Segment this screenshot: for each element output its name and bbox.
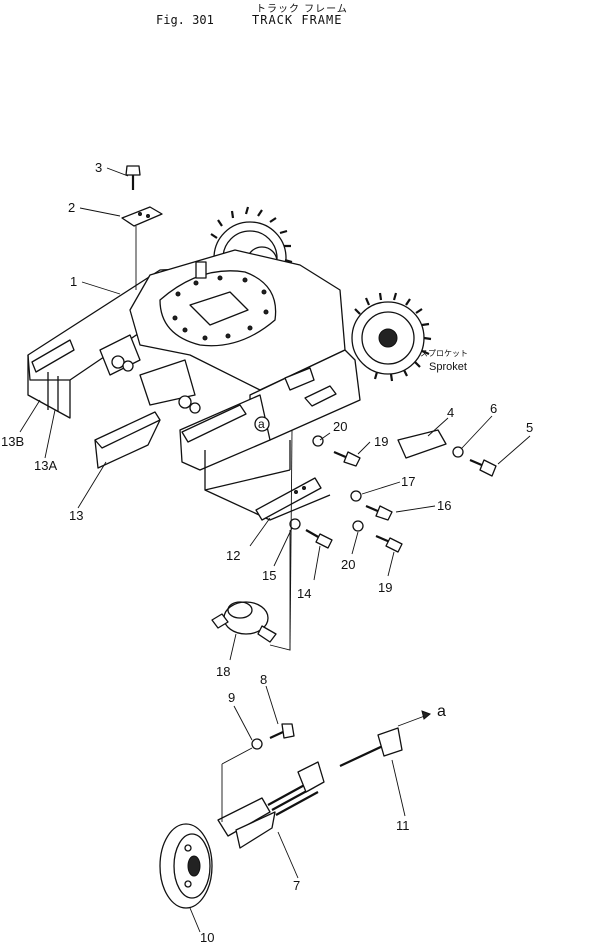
- bolt-14: [305, 529, 333, 549]
- callout-8: 8: [260, 672, 267, 687]
- yoke-7: [217, 761, 325, 849]
- bolt-19-upper: [333, 450, 361, 467]
- rod-11: [339, 727, 403, 767]
- callout-7: 7: [293, 878, 300, 893]
- callout-19-lower: 19: [378, 580, 392, 595]
- callout-13b: 13B: [1, 434, 24, 449]
- washer-20-lower: [352, 520, 364, 532]
- callout-20-lower: 20: [341, 557, 355, 572]
- callout-4: 4: [447, 405, 454, 420]
- washer-9: [251, 738, 263, 750]
- figure-title: TRACK FRAME: [252, 13, 343, 27]
- sprocket-kana: スプロケット: [420, 349, 468, 358]
- callout-19-upper: 19: [374, 434, 388, 449]
- figure-number: Fig. 301: [156, 13, 214, 27]
- callout-11: 11: [396, 818, 410, 833]
- leader-lines: [19, 167, 531, 933]
- cover-4: [397, 429, 447, 459]
- washer-17: [350, 490, 362, 502]
- callout-6: 6: [490, 401, 497, 416]
- callout-12: 12: [226, 548, 240, 563]
- callout-15: 15: [262, 568, 276, 583]
- callout-3: 3: [95, 160, 102, 175]
- washer-6: [452, 446, 464, 458]
- bolt-19-lower: [375, 534, 403, 553]
- callout-20-upper: 20: [333, 419, 347, 434]
- callout-a-frame: a: [258, 417, 265, 431]
- sprocket-label: Sproket: [429, 361, 467, 373]
- front-sprocket: [351, 292, 432, 382]
- plate-12: [255, 477, 322, 521]
- callout-17: 17: [401, 474, 415, 489]
- callout-18: 18: [216, 664, 230, 679]
- plate-2: [121, 206, 163, 290]
- bolt-3: [125, 165, 141, 190]
- callout-labels: 3 2 1 13B 13A 13 20 19 4 6 5 17 16 12 15…: [1, 160, 533, 943]
- callout-1: 1: [70, 274, 77, 289]
- bolt-5: [469, 458, 497, 477]
- callout-16: 16: [437, 498, 451, 513]
- bolt-8: [269, 723, 295, 739]
- washer-15: [289, 518, 301, 530]
- track-frame: [27, 249, 361, 521]
- bolt-16: [365, 504, 393, 521]
- callout-13: 13: [69, 508, 83, 523]
- callout-13a: 13A: [34, 458, 57, 473]
- guard-13: [94, 411, 161, 469]
- roller-18: [211, 601, 277, 643]
- callout-9: 9: [228, 690, 235, 705]
- figure-header: トラック フレーム Fig. 301 TRACK FRAME: [0, 0, 603, 40]
- callout-5: 5: [526, 420, 533, 435]
- idler-10: [159, 823, 213, 909]
- callout-14: 14: [297, 586, 311, 601]
- kana-title: トラック フレーム: [256, 4, 348, 15]
- callout-10: 10: [200, 930, 214, 943]
- callout-2: 2: [68, 200, 75, 215]
- washer-20-upper: [312, 435, 324, 447]
- callout-a-arrow: a: [437, 703, 446, 720]
